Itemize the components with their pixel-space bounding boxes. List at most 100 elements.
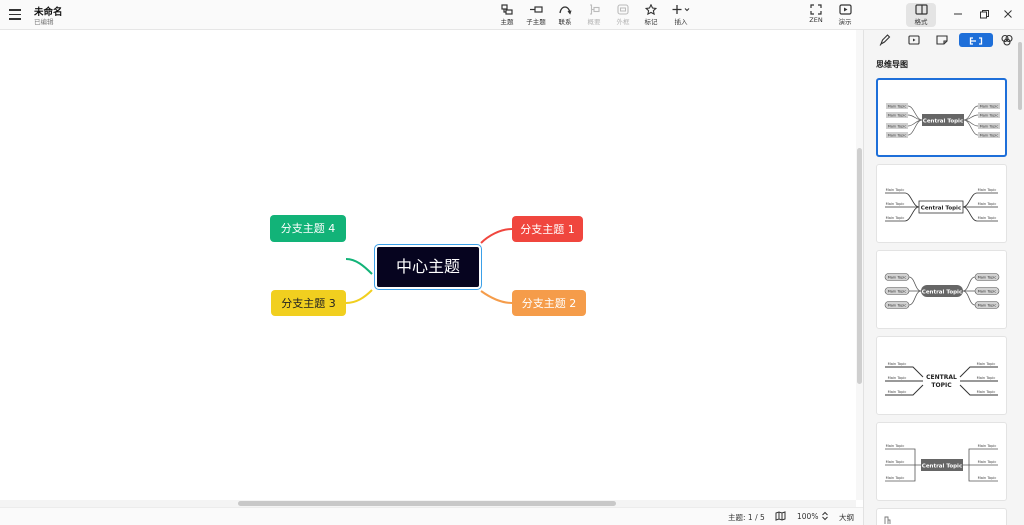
document-title[interactable]: 未命名: [34, 7, 63, 18]
vertical-scroll-thumb[interactable]: [857, 148, 862, 384]
branch-topic-2[interactable]: 分支主题 2: [512, 290, 586, 316]
zoom-level[interactable]: 100%: [797, 512, 819, 521]
svg-text:Main Topic: Main Topic: [978, 460, 997, 464]
panel-tabs: [864, 30, 1024, 50]
subtopic-icon: [530, 6, 543, 13]
horizontal-scroll-thumb[interactable]: [238, 501, 616, 506]
svg-text:Main Topic: Main Topic: [978, 476, 997, 480]
status-bar: 主题: 1 / 5 100% 大纲: [0, 507, 863, 525]
connector-branch-1: [480, 228, 513, 244]
marker-label: 标记: [644, 18, 658, 26]
svg-text:Main Topic: Main Topic: [978, 444, 997, 448]
document-status: 已编辑: [34, 18, 54, 26]
topic-icon: [501, 4, 513, 15]
zen-button[interactable]: ZEN: [801, 3, 831, 27]
svg-text:Main Topic: Main Topic: [977, 376, 996, 380]
svg-text:Main Topic: Main Topic: [980, 124, 999, 128]
format-button[interactable]: 格式: [906, 3, 936, 27]
svg-text:Main Topic: Main Topic: [888, 303, 907, 307]
tab-note-icon[interactable]: [933, 33, 951, 47]
template-more[interactable]: [876, 508, 1007, 525]
svg-text:Main Topic: Main Topic: [888, 113, 907, 117]
close-icon[interactable]: [1000, 6, 1016, 22]
menu-icon[interactable]: [9, 9, 21, 20]
relationship-label: 联系: [558, 18, 572, 26]
marker-button[interactable]: 标记: [636, 3, 666, 27]
panel-icon: [914, 4, 928, 15]
branch-connectors: [345, 228, 513, 304]
svg-text:Main Topic: Main Topic: [980, 104, 999, 108]
svg-text:Main Topic: Main Topic: [978, 303, 997, 307]
summary-button[interactable]: 概要: [579, 3, 609, 27]
svg-text:Main Topic: Main Topic: [886, 188, 905, 192]
svg-text:Main Topic: Main Topic: [888, 362, 907, 366]
section-title: 思维导图: [876, 60, 908, 69]
present-button[interactable]: 演示: [830, 3, 860, 27]
horizontal-scrollbar[interactable]: [0, 500, 856, 507]
branch-topic-3[interactable]: 分支主题 3: [271, 290, 346, 316]
template-central-text: Central Topic: [922, 290, 962, 296]
svg-text:Main Topic: Main Topic: [888, 289, 907, 293]
svg-text:Main Topic: Main Topic: [978, 188, 997, 192]
svg-text:Main Topic: Main Topic: [888, 376, 907, 380]
minimize-icon[interactable]: [950, 6, 966, 22]
boundary-label: 外框: [616, 18, 630, 26]
central-topic[interactable]: 中心主题: [374, 244, 482, 290]
restore-icon[interactable]: [976, 6, 992, 22]
subtopic-button[interactable]: 子主题: [521, 3, 551, 27]
tab-style-brush-icon[interactable]: [876, 33, 894, 47]
branch-topic-1[interactable]: 分支主题 1: [512, 216, 583, 242]
tab-theme-icon[interactable]: [998, 33, 1016, 47]
template-central-text: CENTRAL: [926, 374, 957, 381]
svg-text:Main Topic: Main Topic: [978, 202, 997, 206]
svg-text:Main Topic: Main Topic: [888, 390, 907, 394]
svg-text:Main Topic: Main Topic: [977, 390, 996, 394]
svg-text:Main Topic: Main Topic: [977, 362, 996, 366]
outline-button[interactable]: 大纲: [839, 513, 854, 522]
svg-text:Main Topic: Main Topic: [978, 216, 997, 220]
connector-branch-2: [480, 290, 513, 304]
map-view-icon[interactable]: [775, 511, 786, 521]
summary-icon: [590, 4, 600, 15]
svg-text:Main Topic: Main Topic: [888, 133, 907, 137]
vertical-scrollbar[interactable]: [856, 30, 863, 500]
insert-button[interactable]: 插入: [666, 3, 696, 27]
insert-label: 插入: [674, 18, 688, 26]
svg-text:Main Topic: Main Topic: [888, 104, 907, 108]
topic-button[interactable]: 主题: [492, 3, 522, 27]
panel-scroll-thumb[interactable]: [1018, 42, 1022, 110]
relationship-button[interactable]: 联系: [550, 3, 580, 27]
connector-branch-3: [345, 289, 373, 304]
zoom-stepper-icon[interactable]: [821, 511, 829, 521]
svg-text:Main Topic: Main Topic: [886, 476, 905, 480]
structure-icon: [969, 37, 983, 45]
svg-text:Main Topic: Main Topic: [978, 275, 997, 279]
topic-count: 主题: 1 / 5: [728, 513, 765, 522]
svg-text:Main Topic: Main Topic: [886, 202, 905, 206]
summary-label: 概要: [587, 18, 601, 26]
template-central-text-2: TOPIC: [931, 382, 952, 389]
svg-text:Main Topic: Main Topic: [886, 444, 905, 448]
svg-text:Main Topic: Main Topic: [888, 124, 907, 128]
svg-text:Main Topic: Main Topic: [978, 289, 997, 293]
svg-text:Main Topic: Main Topic: [886, 216, 905, 220]
plus-icon: [672, 5, 690, 14]
connector-branch-4: [345, 258, 373, 275]
branch-topic-4[interactable]: 分支主题 4: [270, 215, 346, 242]
tab-structure[interactable]: [959, 33, 993, 47]
format-label: 格式: [914, 18, 928, 26]
zen-label: ZEN: [809, 16, 823, 24]
boundary-button[interactable]: 外框: [608, 3, 638, 27]
topic-label: 主题: [500, 18, 514, 26]
svg-text:Main Topic: Main Topic: [980, 133, 999, 137]
star-icon: [645, 4, 657, 15]
template-partial-icon: [884, 516, 891, 524]
tab-present-icon[interactable]: [905, 33, 923, 47]
